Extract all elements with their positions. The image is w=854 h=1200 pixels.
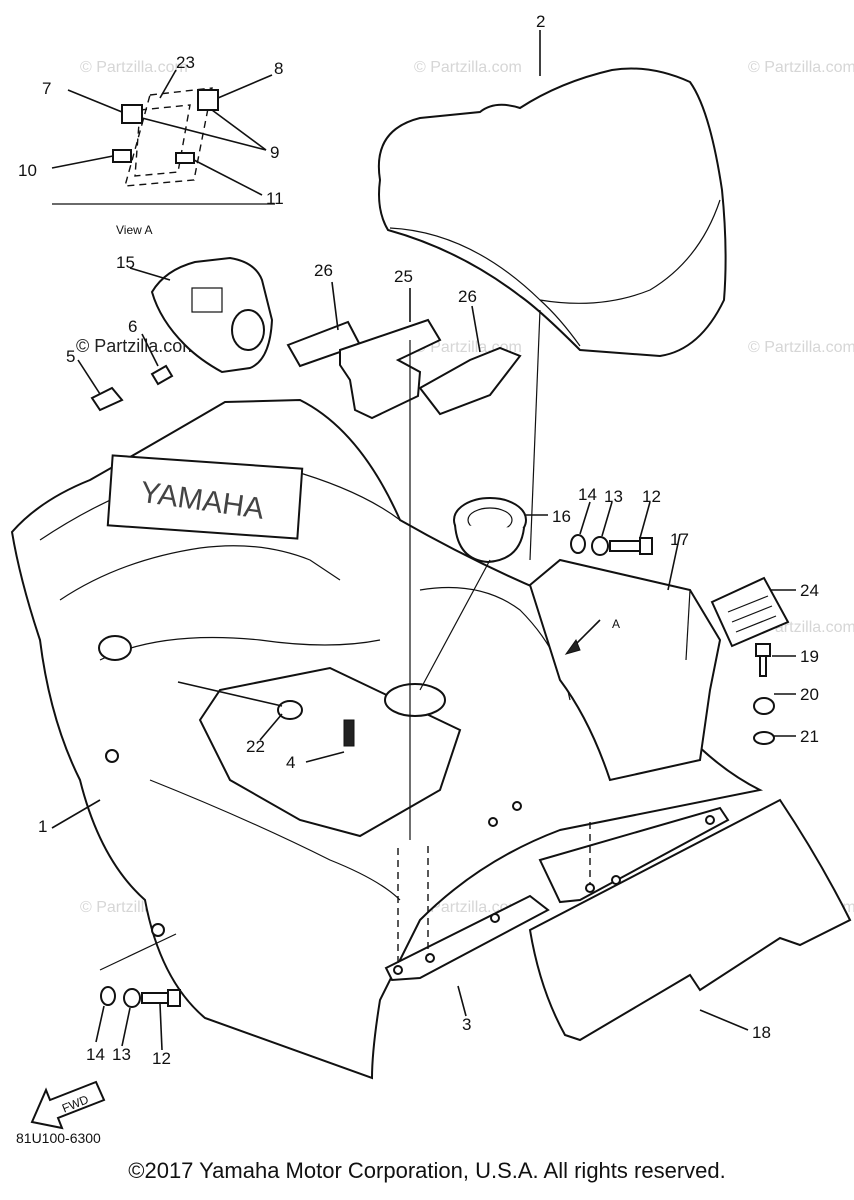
part-1-front-fender: YAMAHA 1 — [10, 398, 764, 1080]
callout-13a: 13 — [604, 487, 623, 506]
callout-2: 2 — [536, 12, 545, 31]
view-a-label: View A — [116, 223, 152, 237]
callout-25: 25 — [394, 267, 413, 286]
callout-9: 9 — [270, 143, 279, 162]
callout-4: 4 — [286, 753, 295, 772]
part-17-side-panel: A 17 — [528, 530, 722, 782]
arrow-a-label: A — [612, 617, 620, 631]
callout-11: 11 — [266, 189, 284, 208]
callout-16: 16 — [552, 507, 571, 526]
part-13-washer — [123, 988, 141, 1008]
part-25-26-group: 26 25 26 — [286, 261, 522, 420]
watermark-strong: © Partzilla.com — [76, 336, 197, 356]
part-18-mudflap: 18 — [528, 798, 852, 1042]
part-21-grommet — [753, 731, 775, 745]
callout-3: 3 — [462, 1015, 471, 1034]
callout-18: 18 — [752, 1023, 771, 1042]
view-a-inset: 23 8 7 9 10 11 View A — [18, 53, 284, 237]
part-26-right — [418, 346, 522, 416]
watermark: © Partzilla.com — [748, 59, 854, 76]
part-24-label: 24 — [710, 576, 819, 648]
callout-6: 6 — [128, 317, 137, 336]
part-5-clip — [90, 386, 124, 412]
part-15-cover: 15 — [116, 253, 274, 374]
callout-7: 7 — [42, 79, 51, 98]
part-10-label — [112, 149, 132, 163]
part-14-washer — [100, 986, 116, 1006]
callout-15: 15 — [116, 253, 135, 272]
watermark: © Partzilla.com — [748, 339, 854, 356]
callout-8: 8 — [274, 59, 283, 78]
watermark: © Partzilla.com — [414, 899, 522, 916]
parts-19-20-21: 19 20 21 — [753, 643, 819, 746]
callout-24: 24 — [800, 581, 819, 600]
callout-12b: 12 — [152, 1049, 171, 1068]
callout-12a: 12 — [642, 487, 661, 506]
callout-21: 21 — [800, 727, 819, 746]
callout-14a: 14 — [578, 485, 597, 504]
parts-5-6: 5 6 — [66, 317, 174, 412]
callout-23: 23 — [176, 53, 195, 72]
parts-12-13-14-top: 14 13 12 — [570, 485, 661, 556]
fwd-arrow-icon: FWD — [30, 1080, 106, 1130]
callout-1: 1 — [38, 817, 47, 836]
part-13-washer — [591, 536, 609, 556]
callout-26b: 26 — [458, 287, 477, 306]
diagram-code: 81U100-6300 — [16, 1130, 101, 1146]
callout-13b: 13 — [112, 1045, 131, 1064]
callout-10: 10 — [18, 161, 37, 180]
watermark: © Partzilla.com — [414, 59, 522, 76]
part-22-grommet — [277, 700, 303, 720]
callout-17: 17 — [670, 530, 689, 549]
callout-20: 20 — [800, 685, 819, 704]
part-4-bolt — [343, 719, 355, 747]
part-25-bracket — [339, 318, 442, 420]
parts-12-13-14-bottom: 14 13 12 — [86, 933, 181, 1068]
callout-5: 5 — [66, 347, 75, 366]
part-11-label — [175, 152, 195, 164]
part-14-washer — [570, 534, 586, 554]
part-19-screw — [755, 643, 771, 657]
callout-14b: 14 — [86, 1045, 105, 1064]
part-6-clip — [150, 364, 174, 386]
parts-22-4: 22 4 — [177, 681, 355, 772]
part-16-grommet: 16 — [419, 497, 571, 691]
part-12-bolt — [609, 540, 645, 552]
callout-22: 22 — [246, 737, 265, 756]
copyright-notice: ©2017 Yamaha Motor Corporation, U.S.A. A… — [128, 1158, 726, 1183]
part-2-lid: 2 — [377, 12, 727, 358]
part-3-bracket: 3 — [384, 309, 730, 1034]
part-8-label — [197, 89, 219, 111]
part-7-label — [121, 104, 143, 124]
part-20-nut — [753, 697, 775, 715]
watermark: © Partzilla.com — [80, 59, 188, 76]
callout-19: 19 — [800, 647, 819, 666]
part-12-bolt — [141, 992, 171, 1004]
callout-26a: 26 — [314, 261, 333, 280]
